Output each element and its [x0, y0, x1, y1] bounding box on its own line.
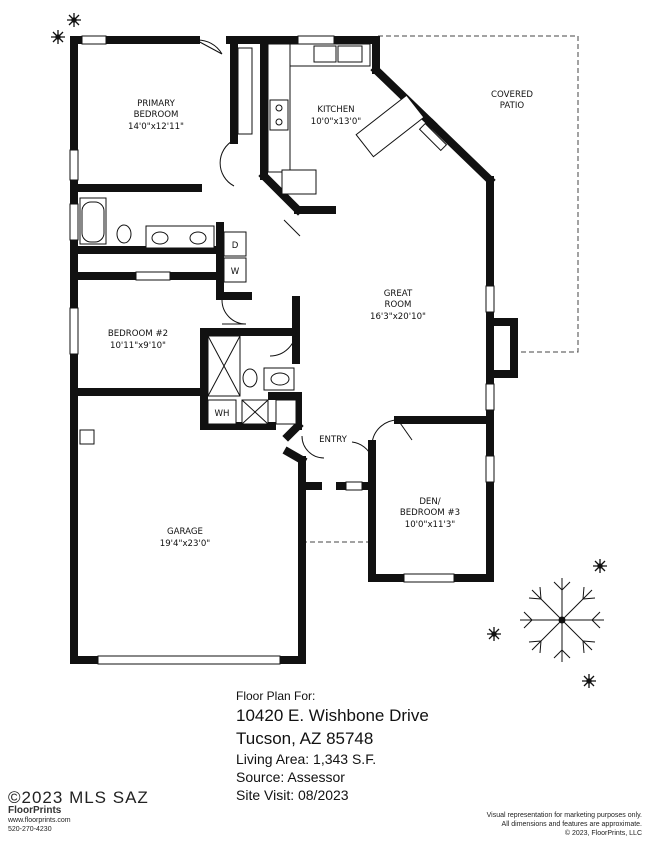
patio-outline	[378, 35, 579, 353]
doors	[195, 39, 413, 459]
primary-bedroom-dims: 14'0"x12'11"	[128, 122, 184, 132]
bath-fixtures	[79, 197, 295, 445]
brand-website: www.floorprints.com	[8, 817, 71, 824]
shrub-symbols	[51, 13, 607, 688]
dryer-label: D	[232, 241, 239, 251]
disclaimer-line-3: © 2023, FloorPrints, LLC	[564, 830, 642, 837]
patio-name-2: PATIO	[500, 101, 525, 111]
entry-name: ENTRY	[319, 435, 348, 445]
great-room-name-1: GREAT	[384, 289, 413, 299]
mls-watermark: ©2023 MLS SAZ	[8, 788, 149, 807]
den-name-1: DEN/	[419, 497, 440, 507]
address-line-2: Tucson, AZ 85748	[236, 729, 374, 748]
tree-symbol	[520, 578, 604, 662]
brand-phone: 520-270-4230	[8, 826, 52, 833]
address-line-1: 10420 E. Wishbone Drive	[236, 706, 429, 725]
great-room-name-2: ROOM	[385, 300, 412, 310]
bedroom-2-dims: 10'11"x9'10"	[110, 341, 166, 351]
disclaimer-line-1: Visual representation for marketing purp…	[486, 812, 642, 819]
plan-heading: Floor Plan For:	[236, 689, 316, 703]
living-area: Living Area: 1,343 S.F.	[236, 751, 377, 767]
floorprints-logo: ©2023 MLS SAZ FloorPrints www.floorprint…	[8, 788, 149, 834]
kitchen-dims: 10'0"x13'0"	[311, 117, 362, 127]
source: Source: Assessor	[236, 769, 345, 785]
primary-bedroom-name-1: PRIMARY	[137, 99, 175, 109]
kitchen-name: KITCHEN	[317, 105, 354, 115]
disclaimer: Visual representation for marketing purp…	[487, 811, 642, 838]
laundry-fixtures	[207, 231, 297, 425]
disclaimer-line-2: All dimensions and features are approxim…	[501, 821, 642, 828]
address-block: Floor Plan For: 10420 E. Wishbone Drive …	[236, 688, 429, 804]
washer-label: W	[231, 267, 240, 277]
water-heater-label: WH	[215, 409, 230, 419]
great-room-dims: 16'3"x20'10"	[370, 312, 426, 322]
brand-name: FloorPrints	[8, 805, 62, 816]
kitchen-fixtures	[237, 43, 425, 195]
garage-dims: 19'4"x23'0"	[160, 539, 211, 549]
patio-name-1: COVERED	[491, 90, 533, 100]
garage-name: GARAGE	[167, 527, 203, 537]
den-dims: 10'0"x11'3"	[405, 520, 456, 530]
den-name-2: BEDROOM #3	[400, 508, 460, 518]
primary-bedroom-name-2: BEDROOM	[134, 110, 179, 120]
floor-plan: D W WH PRIMARY BEDROOM 14'0"x12'11" KITC…	[51, 13, 607, 688]
bedroom-2-name: BEDROOM #2	[108, 329, 168, 339]
windows	[69, 35, 495, 665]
site-visit: Site Visit: 08/2023	[236, 787, 349, 803]
